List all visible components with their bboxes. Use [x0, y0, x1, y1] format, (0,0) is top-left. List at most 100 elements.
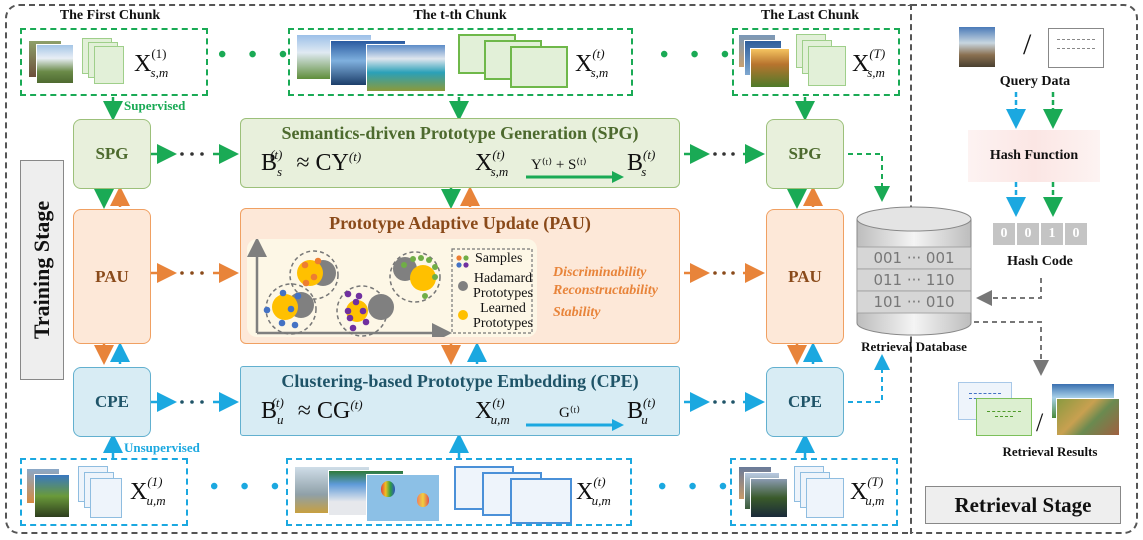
cpe-transform-arrow — [526, 419, 624, 431]
cluster-blue — [263, 283, 317, 335]
legend-samples-label: Samples — [475, 251, 523, 266]
database-row: 001 ··· 001 — [873, 249, 955, 267]
spg-formula-output: B(t)s — [627, 147, 656, 179]
spg-node-last[interactable]: SPG — [766, 119, 844, 189]
hash-code: 0 0 1 0 — [993, 223, 1087, 245]
supervised-label: Supervised — [124, 98, 186, 113]
last-chunk-title: The Last Chunk — [760, 8, 860, 23]
retrieval-results-label: Retrieval Results — [1002, 444, 1098, 459]
legend-learned-marker — [458, 310, 468, 320]
first-chunk-supervised: X(1)s,m — [20, 28, 208, 96]
hash-bit: 0 — [993, 223, 1015, 245]
spg-module[interactable]: Semantics-driven Prototype Generation (S… — [240, 118, 680, 188]
first-chunk-supervised-symbol: X(1)s,m — [134, 46, 169, 80]
query-data-label: Query Data — [999, 74, 1071, 89]
ellipsis-top-right: • • • — [660, 42, 738, 68]
property-stability: Stability — [553, 305, 601, 320]
cpe-formula-output: B(t)u — [627, 395, 656, 427]
result-image-thumbnail[interactable] — [1056, 398, 1120, 436]
spg-arrow-label: Y⁽ᵗ⁾ + S⁽ᵗ⁾ — [531, 157, 587, 173]
arrow-spg-to-database — [848, 153, 890, 202]
arrow-database-to-results — [974, 321, 1049, 376]
cpe-module[interactable]: Clustering-based Prototype Embedding (CP… — [240, 366, 680, 436]
results-separator: / — [1036, 408, 1044, 437]
property-reconstructability: Reconstructability — [553, 283, 658, 298]
tth-chunk-title: The t-th Chunk — [413, 8, 507, 23]
cpe-node-first[interactable]: CPE — [73, 367, 151, 437]
tth-chunk-unsupervised: X(t)u,m — [286, 458, 632, 526]
retrieval-database: 001 ··· 001 011 ··· 110 101 ··· 010 — [855, 205, 973, 337]
cpe-formula-approx: Bu(t) ≈ CG(t) — [261, 395, 363, 427]
pau-node-first[interactable]: PAU — [73, 209, 151, 344]
spg-formula-approx: Bs(t) ≈ CY(t) — [261, 147, 362, 179]
last-chunk-unsupervised: X(T)u,m — [730, 458, 898, 526]
image-thumbnail — [36, 44, 74, 84]
first-chunk-unsupervised: X(1)u,m — [20, 458, 188, 526]
retrieval-database-label: Retrieval Database — [861, 339, 967, 354]
database-row: 101 ··· 010 — [873, 293, 955, 311]
cluster-purple — [336, 285, 394, 337]
query-image-thumbnail[interactable] — [958, 26, 996, 68]
hash-code-label: Hash Code — [1007, 254, 1073, 269]
ellipsis-bottom-right: • • • — [658, 474, 736, 500]
first-chunk-title: The First Chunk — [59, 8, 161, 23]
cluster-orange — [289, 250, 339, 300]
text-document-icon — [94, 46, 124, 84]
hash-function-box[interactable]: Hash Function — [968, 130, 1100, 182]
first-chunk-unsupervised-symbol: X(1)u,m — [130, 474, 166, 508]
legend-learned-label: Learned Prototypes — [473, 301, 533, 331]
text-document-icon — [510, 46, 568, 88]
training-stage-label: Training Stage — [20, 160, 64, 380]
cpe-title: Clustering-based Prototype Embedding (CP… — [281, 371, 639, 391]
database-cylinder-icon — [856, 206, 972, 336]
query-separator: / — [1023, 28, 1032, 61]
retrieval-stage-label: Retrieval Stage — [925, 486, 1121, 524]
hash-bit: 0 — [1065, 223, 1087, 245]
spg-node-first[interactable]: SPG — [73, 119, 151, 189]
unsupervised-label: Unsupervised — [124, 440, 200, 455]
legend-hadamard-marker — [458, 281, 468, 291]
last-chunk-unsupervised-symbol: X(T)u,m — [850, 474, 885, 508]
flow-dots — [180, 152, 735, 404]
pau-node-last[interactable]: PAU — [766, 209, 844, 344]
legend-samples-marker — [456, 255, 469, 268]
cpe-node-last[interactable]: CPE — [766, 367, 844, 437]
last-chunk-supervised-symbol: X(T)s,m — [852, 46, 886, 80]
spg-title: Semantics-driven Prototype Generation (S… — [281, 123, 639, 143]
prototype-scatter — [247, 237, 533, 343]
legend-box — [451, 248, 533, 334]
hash-bit: 1 — [1041, 223, 1063, 245]
last-chunk-supervised: X(T)s,m — [732, 28, 900, 96]
tth-chunk-supervised-symbol: X(t)s,m — [575, 46, 609, 80]
query-text-document-icon[interactable] — [1048, 28, 1104, 68]
pau-title: Prototype Adaptive Update (PAU) — [329, 213, 591, 233]
image-thumbnail — [366, 474, 440, 522]
image-thumbnail — [750, 48, 790, 88]
cpe-formula-input: X(t)u,m — [475, 395, 510, 427]
hash-bit: 0 — [1017, 223, 1039, 245]
spg-transform-arrow — [526, 171, 624, 183]
prototype-space-panel: Samples Hadamard Prototypes Learned Prot… — [247, 237, 537, 343]
spg-formula-input: X(t)s,m — [475, 147, 509, 179]
text-document-icon — [510, 478, 572, 524]
text-document-icon — [90, 478, 122, 518]
result-text-document-icon[interactable] — [976, 398, 1032, 436]
image-thumbnail — [34, 474, 70, 518]
ellipsis-top-left: • • • — [218, 42, 296, 68]
text-document-icon — [806, 478, 844, 518]
arrow-hashcode-to-database — [976, 278, 1042, 306]
property-discriminability: Discriminability — [553, 265, 647, 280]
pau-module[interactable]: Prototype Adaptive Update (PAU) — [240, 208, 680, 344]
ellipsis-bottom-left: • • • — [210, 474, 288, 500]
cpe-arrow-label: G⁽ᵗ⁾ — [559, 405, 581, 421]
database-row: 011 ··· 110 — [873, 271, 955, 289]
tth-chunk-supervised: X(t)s,m — [288, 28, 633, 96]
legend-hadamard-label: Hadamard Prototypes — [473, 271, 533, 301]
cluster-green — [389, 251, 441, 303]
hash-function-label: Hash Function — [989, 148, 1079, 163]
image-thumbnail — [366, 44, 446, 92]
text-document-icon — [808, 46, 846, 86]
arrow-cpe-to-database — [848, 354, 890, 403]
tth-chunk-unsupervised-symbol: X(t)u,m — [576, 474, 611, 508]
